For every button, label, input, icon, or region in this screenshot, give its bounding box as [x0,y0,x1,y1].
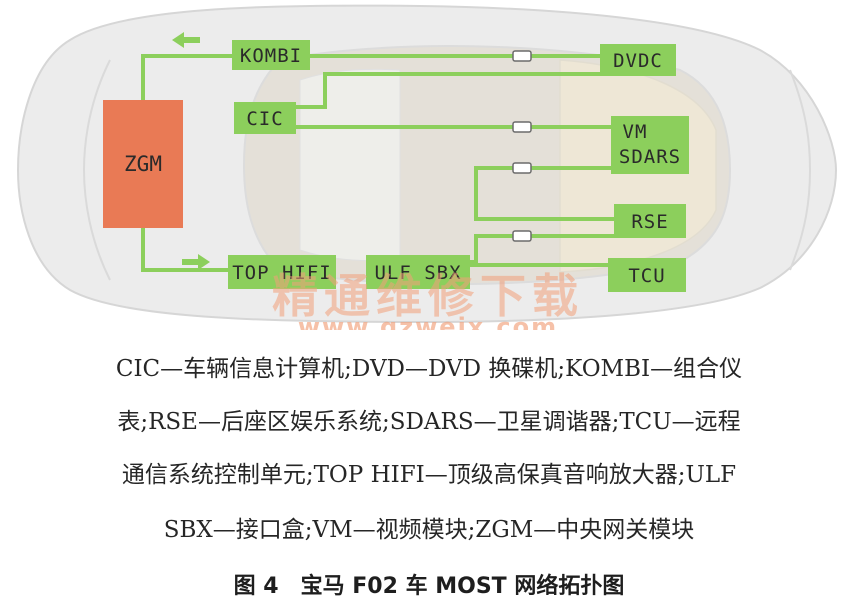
arrow-left-icon [172,32,200,48]
legend-line-4: SBX—接口盒;VM—视频模块;ZGM—中央网关模块 [163,517,695,543]
watermark: 精通维修下载 www.gzweix.com [272,269,584,330]
tcu-label: TCU [628,265,665,287]
zgm-label: ZGM [124,152,162,176]
vm-label: VM [623,121,648,143]
connector [512,230,532,242]
connector [512,121,532,133]
cic-label: CIC [246,108,283,130]
watermark-url: www.gzweix.com [298,313,558,330]
rse-label: RSE [631,211,668,233]
legend-line-3: 通信系统控制单元;TOP HIFI—顶级高保真音响放大器;ULF [121,462,737,488]
kombi-label: KOMBI [240,45,302,67]
arrow-right-icon [182,254,210,270]
link-dvdc-cic [296,72,600,109]
cic-node: CIC [234,102,296,134]
connector [512,50,532,62]
kombi-node: KOMBI [232,40,310,70]
connector [512,162,532,174]
tcu-node: TCU [608,258,686,292]
direction-arrows [172,32,210,270]
link-tophifi-zgm [141,228,228,272]
vm-sdars-node: VM SDARS [611,116,689,174]
link-vm-rse [474,166,614,221]
most-topology-diagram: ZGM KOMBI CIC DVDC VM SDARS RSE TOP HIFI… [16,4,838,330]
legend-line-1: CIC—车辆信息计算机;DVD—DVD 换碟机;KOMBI—组合仪 [115,356,743,382]
most-ring [141,54,614,272]
link-zgm-kombi [141,54,232,100]
ulf-sbx-label: ULF SBX [374,262,461,284]
ulf-sbx-node: ULF SBX [366,255,470,289]
top-hifi-label: TOP HIFI [232,262,332,284]
connector-plugs [512,50,532,242]
top-hifi-node: TOP HIFI [228,255,336,289]
dvdc-node: DVDC [600,44,676,76]
watermark-text: 精通维修下载 [272,269,584,323]
link-rse-ulfsbx [470,234,614,264]
dvdc-label: DVDC [613,50,663,72]
figure-caption: 图 4 宝马 F02 车 MOST 网络拓扑图 [233,574,625,599]
zgm-node: ZGM [103,100,183,228]
sdars-label: SDARS [619,146,681,168]
legend-line-2: 表;RSE—后座区娱乐系统;SDARS—卫星调谐器;TCU—远程 [117,409,741,435]
rse-node: RSE [614,204,686,238]
